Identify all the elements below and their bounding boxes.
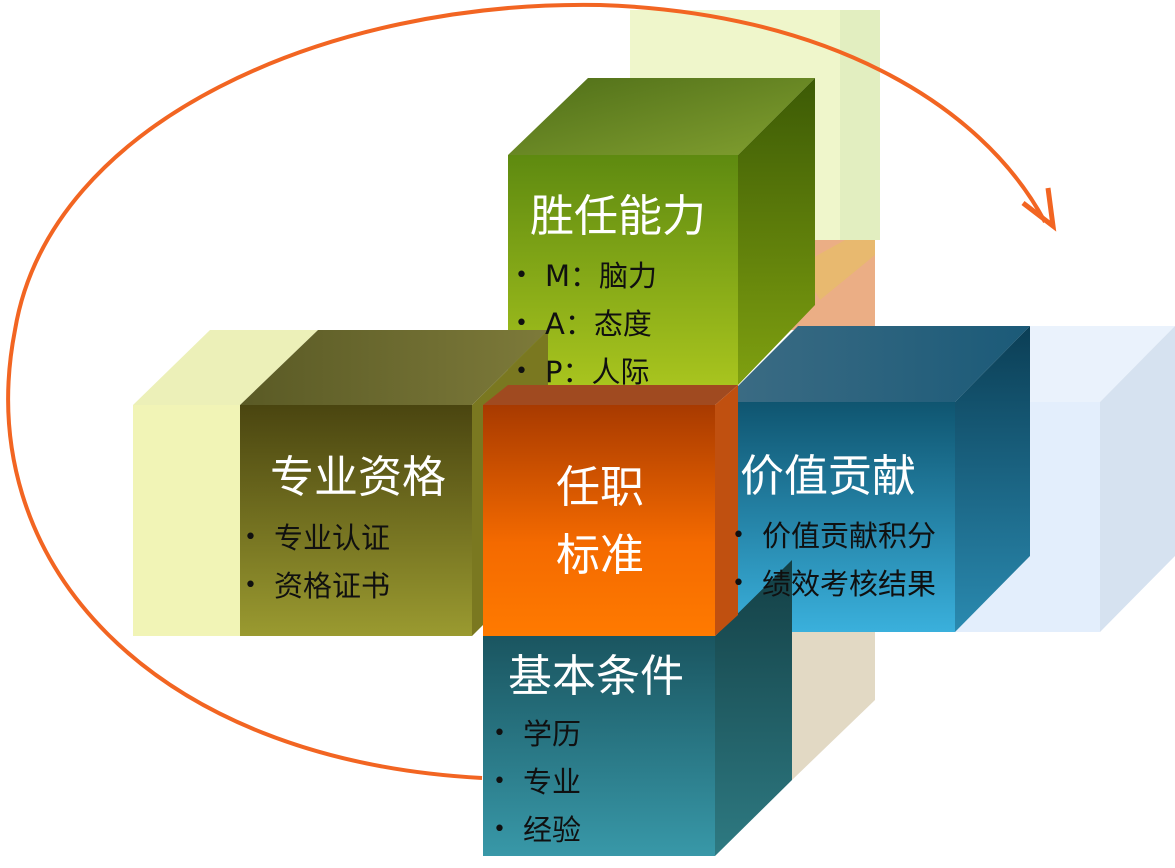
list-item: 绩效考核结果 <box>732 560 936 608</box>
list-item: P：人际 <box>515 348 657 396</box>
ghost-beige <box>792 600 875 780</box>
list-item: A：态度 <box>515 300 657 348</box>
center-title-line1: 任职 <box>556 462 644 513</box>
ghost-yellow-patch <box>800 240 875 300</box>
ghost-top-right-side <box>840 10 880 240</box>
basic-title: 基本条件 <box>508 651 684 702</box>
list-item: 专业认证 <box>244 514 390 562</box>
ghost-left-top <box>133 330 318 405</box>
contribution-title: 价值贡献 <box>740 451 916 502</box>
competency-list: M：脑力 A：态度 P：人际 <box>515 252 657 396</box>
center-title: 任职 标准 <box>483 454 717 590</box>
list-item: 价值贡献积分 <box>732 512 936 560</box>
center-front-face <box>483 405 715 636</box>
qualification-list: 专业认证 资格证书 <box>244 514 390 610</box>
list-item: 学历 <box>493 710 581 758</box>
ghost-left-front <box>133 405 240 636</box>
center-title-line2: 标准 <box>556 530 644 581</box>
list-item: 经验 <box>493 806 581 854</box>
list-item: M：脑力 <box>515 252 657 300</box>
cycle-arrow <box>6 2 1057 780</box>
competency-title: 胜任能力 <box>530 191 706 242</box>
list-item: 专业 <box>493 758 581 806</box>
basic-side-face <box>715 560 792 856</box>
ghost-right-side <box>1100 326 1175 632</box>
competency-top-face <box>508 78 815 155</box>
arrow-head <box>1021 187 1057 232</box>
contribution-top-face <box>722 326 1030 402</box>
contribution-side-face <box>955 326 1030 632</box>
basic-list: 学历 专业 经验 <box>493 710 581 854</box>
list-item: 资格证书 <box>244 562 390 610</box>
competency-side-face <box>738 78 815 385</box>
center-cube <box>483 385 738 636</box>
qualification-top-face <box>240 330 548 405</box>
contribution-list: 价值贡献积分 绩效考核结果 <box>732 512 936 608</box>
qualification-title: 专业资格 <box>270 452 446 503</box>
